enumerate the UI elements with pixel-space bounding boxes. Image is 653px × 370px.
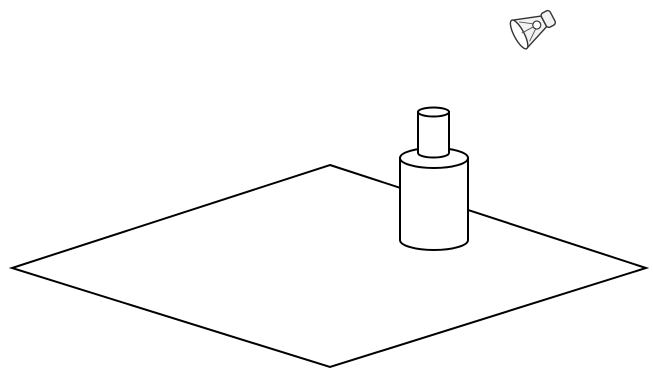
- speaker-spoke-3: [521, 26, 534, 34]
- speaker-spoke-1: [519, 21, 533, 25]
- upper-cylinder-body: [417, 111, 450, 159]
- speaker-icon: [509, 9, 557, 50]
- upper-cylinder: [417, 106, 450, 159]
- speaker-driver: [540, 9, 557, 29]
- lower-cylinder-body: [399, 157, 469, 251]
- upper-cylinder-top: [417, 106, 450, 118]
- lower-cylinder: [399, 147, 469, 251]
- speaker-spoke-2: [529, 28, 536, 42]
- platform-rhombus: [8, 163, 650, 369]
- speaker-center: [532, 20, 542, 30]
